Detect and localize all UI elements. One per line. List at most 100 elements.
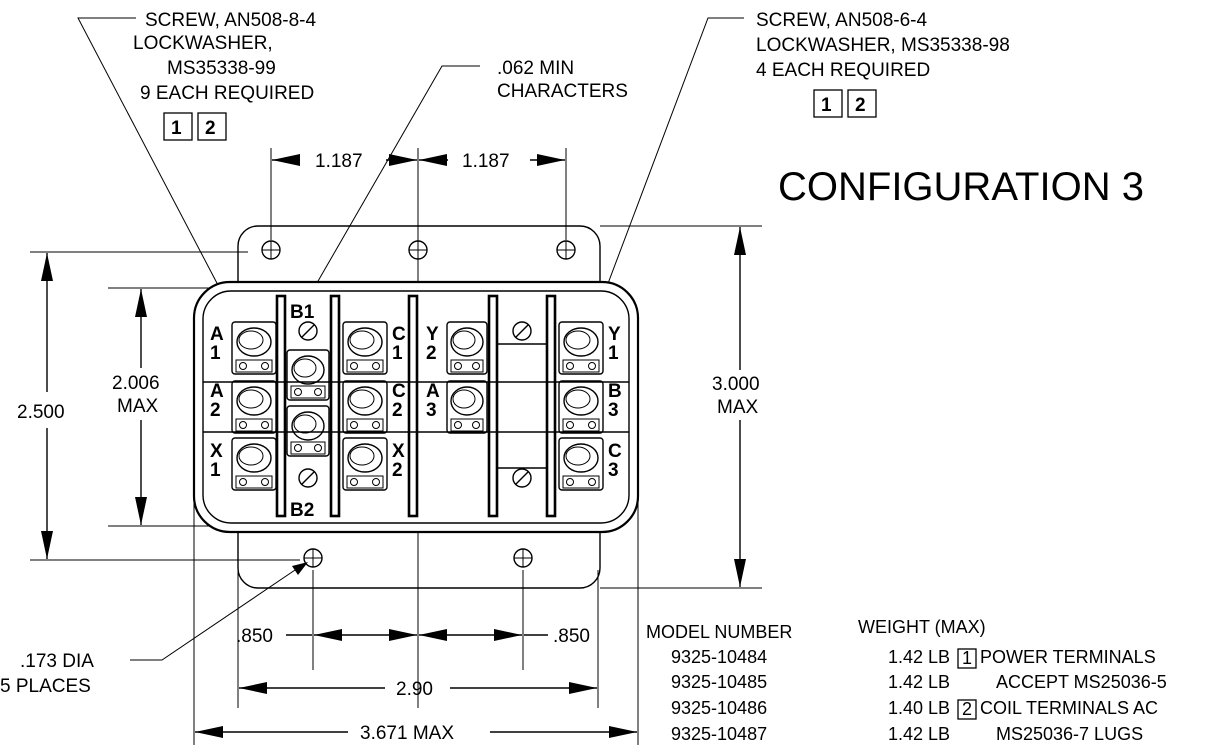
dimension-text: 3.000	[712, 374, 760, 395]
weight-value: 1.42 LB	[888, 647, 950, 667]
weight-value: 1.40 LB	[888, 698, 950, 718]
terminal-label-c2: C	[392, 381, 406, 402]
relay-body-inner	[202, 290, 630, 524]
note-marker-box	[197, 112, 227, 141]
left-screw-callout: SCREW, AN508-8-4 LOCKWASHER, MS35338-99 …	[133, 10, 316, 141]
terminal-screw	[286, 349, 330, 401]
note-marker: 2	[855, 95, 866, 116]
note-marker: 1	[962, 648, 972, 668]
leader-arrowhead	[292, 562, 308, 575]
terminal-label-b2: B2	[290, 500, 314, 521]
dimension-text: .850	[553, 626, 590, 647]
terminal-label-c3: 3	[608, 460, 619, 481]
terminal-label-x1: 1	[210, 460, 221, 481]
terminal-label-x2: 2	[392, 460, 403, 481]
callout-line: 5 PLACES	[0, 676, 91, 697]
right-screw-callout: SCREW, AN508-6-4 LOCKWASHER, MS35338-98 …	[756, 10, 1010, 118]
note-marker: 2	[205, 118, 216, 139]
left-screw-leader	[77, 17, 231, 309]
hole-span-dimension: 2.90	[239, 679, 597, 700]
slotted-screws	[298, 321, 532, 488]
terminal-label-a1: A	[210, 324, 224, 345]
terminal-label-y2: Y	[426, 324, 439, 345]
terminal-label-x1: X	[210, 441, 223, 462]
terminal-barriers	[203, 294, 629, 518]
table-note: ACCEPT MS25036-5	[996, 672, 1167, 692]
dimension-text: 2.006	[112, 373, 160, 394]
terminal-label-x2: X	[392, 441, 405, 462]
terminal-label-c3: C	[608, 441, 622, 462]
weight-value: 1.42 LB	[888, 672, 950, 692]
terminal-screw	[342, 380, 388, 434]
dimension-text: 1.187	[315, 151, 363, 172]
terminal-screws	[231, 321, 604, 491]
terminal-screw	[231, 321, 277, 375]
model-number: 9325-10484	[671, 647, 767, 667]
terminal-screw	[558, 437, 604, 491]
note-marker: 2	[962, 699, 972, 719]
callout-line: MS35338-99	[167, 58, 276, 79]
note-marker: 1	[171, 118, 182, 139]
middle-characters-callout: .062 MIN CHARACTERS	[497, 58, 628, 102]
weight-value: 1.42 LB	[888, 724, 950, 744]
mounting-holes	[261, 240, 576, 568]
model-number: 9325-10487	[671, 724, 767, 744]
callout-line: SCREW, AN508-6-4	[756, 10, 927, 31]
dimension-text: 3.671 MAX	[360, 723, 454, 744]
right-screw-leader	[597, 17, 744, 311]
table-note: MS25036-7 LUGS	[996, 724, 1143, 744]
terminal-label-c2: 2	[392, 400, 403, 421]
overall-height-dimension: 2.500	[17, 253, 65, 559]
terminal-label-a2: 2	[210, 400, 221, 421]
terminal-label-b3: B	[608, 381, 622, 402]
terminal-screw	[558, 321, 604, 375]
terminal-screw	[446, 380, 488, 434]
terminal-screw	[231, 437, 277, 491]
callout-line: .173 DIA	[20, 651, 94, 672]
terminal-screw	[231, 380, 277, 434]
terminal-label-a3: A	[426, 381, 440, 402]
terminal-label-a2: A	[210, 381, 224, 402]
weight-column-header: WEIGHT (MAX)	[858, 617, 986, 637]
model-number: 9325-10485	[671, 672, 767, 692]
terminal-labels: B1 B2 A 1 A 2 X 1 C 1 C 2 X 2 Y 2 A 3 Y …	[210, 302, 622, 521]
table-note: COIL TERMINALS AC	[980, 698, 1158, 718]
overall-width-dimension: 3.671 MAX	[195, 723, 637, 744]
middle-characters-leader	[309, 65, 480, 296]
callout-line: LOCKWASHER,	[133, 33, 273, 54]
terminal-label-b3: 3	[608, 400, 619, 421]
model-weight-table: MODEL NUMBER WEIGHT (MAX) 9325-10484 932…	[646, 617, 1167, 744]
dimension-text: 2.500	[17, 402, 65, 423]
terminal-label-c1: 1	[392, 343, 403, 364]
note-marker-box	[957, 699, 977, 720]
hole-callout: .173 DIA 5 PLACES	[0, 651, 94, 697]
max-height-dimension: 3.000 MAX	[712, 227, 760, 587]
note-marker-box	[163, 112, 193, 141]
terminal-screw	[342, 437, 388, 491]
terminal-label-c1: C	[392, 324, 406, 345]
terminal-label-y2: 2	[426, 343, 437, 364]
terminal-label-b1: B1	[290, 302, 315, 323]
top-spacing-dimension: 1.187 1.187	[272, 151, 565, 172]
relay-part: B1 B2 A 1 A 2 X 1 C 1 C 2 X 2 Y 2 A 3 Y …	[192, 225, 640, 589]
terminal-screw	[286, 405, 330, 457]
callout-line: CHARACTERS	[497, 81, 628, 102]
body-height-dimension: 2.006 MAX	[112, 289, 160, 525]
callout-line: LOCKWASHER, MS35338-98	[756, 35, 1010, 56]
callout-line: .062 MIN	[497, 58, 574, 79]
bottom-offset-dimensions: .850 .850	[236, 626, 590, 647]
note-marker: 1	[821, 95, 832, 116]
dimension-text: 1.187	[462, 151, 510, 172]
dimension-text: MAX	[717, 397, 759, 418]
terminal-screw	[446, 321, 488, 375]
callout-line: SCREW, AN508-8-4	[145, 10, 316, 31]
note-marker-box	[957, 648, 977, 669]
callout-line: 4 EACH REQUIRED	[756, 60, 930, 81]
callout-line: 9 EACH REQUIRED	[140, 83, 314, 104]
terminal-screw	[342, 321, 388, 375]
table-note: POWER TERMINALS	[980, 647, 1156, 667]
dimension-text: MAX	[117, 396, 159, 417]
hole-leader	[130, 567, 299, 661]
note-marker-box	[813, 89, 843, 118]
